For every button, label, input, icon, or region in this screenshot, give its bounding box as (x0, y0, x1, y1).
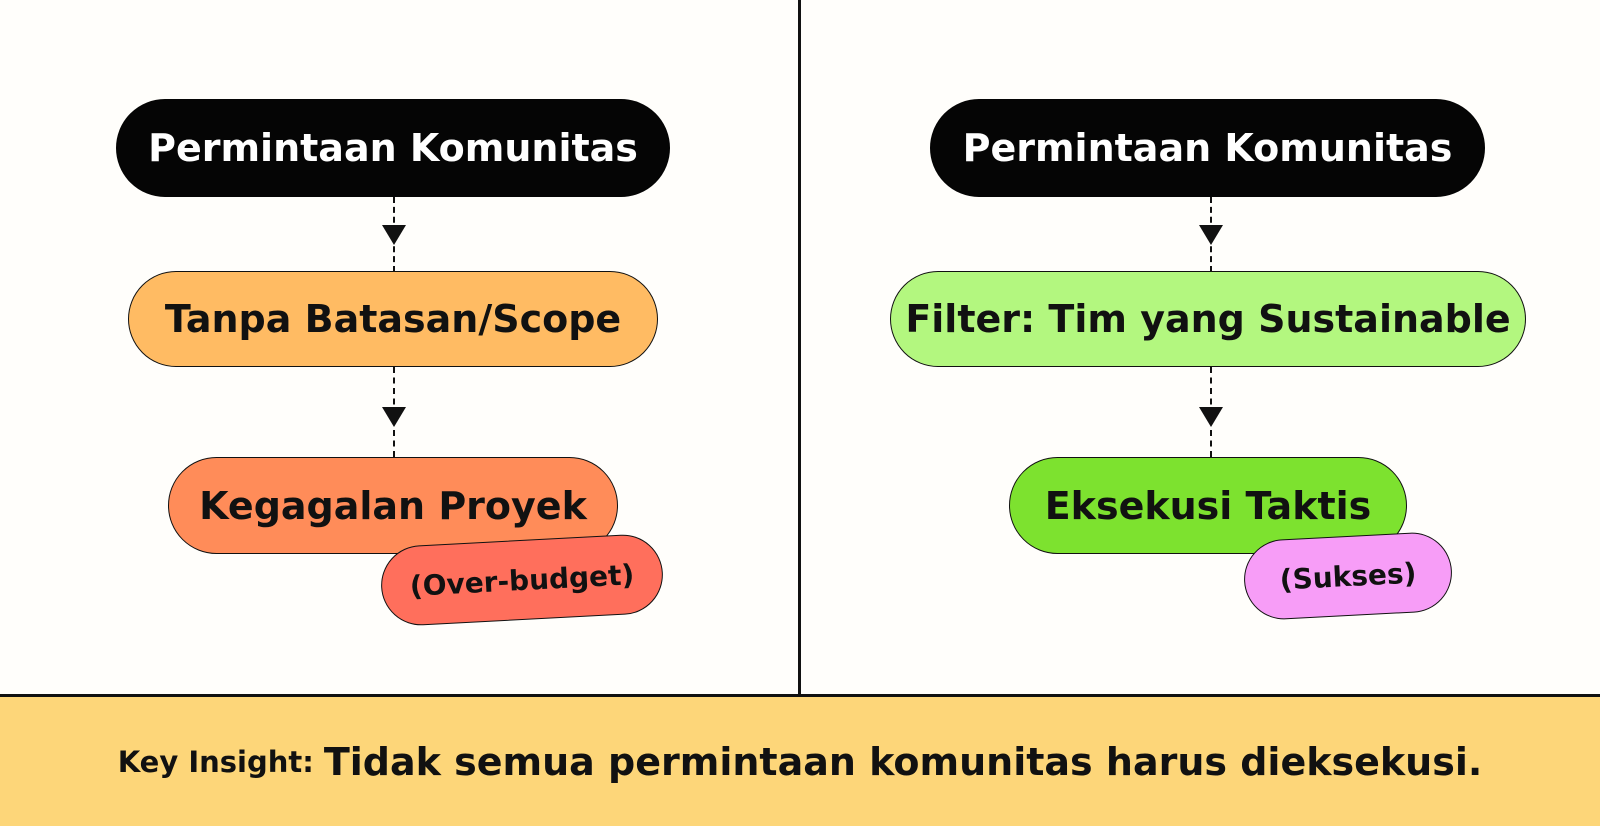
right-flow-panel: Permintaan Komunitas Filter: Tim yang Su… (801, 0, 1599, 694)
left-connector-1 (379, 197, 409, 272)
key-insight-label: Key Insight: (117, 744, 314, 779)
over-budget-tag: (Over-budget) (379, 532, 665, 628)
left-flow-panel: Permintaan Komunitas Tanpa Batasan/Scope… (0, 0, 798, 694)
arrow-down-icon (382, 407, 406, 427)
panel-divider (798, 0, 801, 694)
arrow-down-icon (1199, 407, 1223, 427)
key-insight-text: Tidak semua permintaan komunitas harus d… (323, 739, 1483, 784)
left-failure-node: Kegagalan Proyek (168, 457, 618, 554)
arrow-down-icon (382, 225, 406, 245)
key-insight-banner: Key Insight: Tidak semua permintaan komu… (0, 694, 1600, 826)
left-request-node: Permintaan Komunitas (116, 99, 670, 197)
left-no-scope-node: Tanpa Batasan/Scope (128, 271, 658, 367)
right-connector-1 (1196, 197, 1226, 272)
success-tag: (Sukses) (1242, 530, 1454, 622)
right-connector-2 (1196, 367, 1226, 457)
right-filter-node: Filter: Tim yang Sustainable (890, 271, 1526, 367)
arrow-down-icon (1199, 225, 1223, 245)
left-connector-2 (379, 367, 409, 457)
right-request-node: Permintaan Komunitas (930, 99, 1485, 197)
